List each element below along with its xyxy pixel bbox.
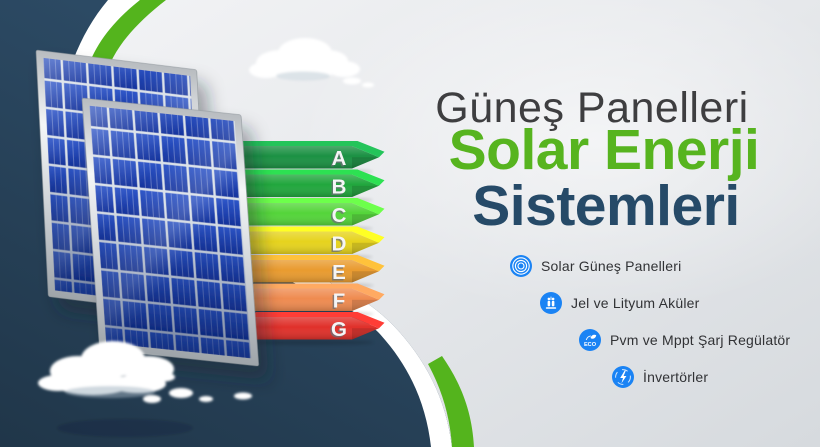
rating-letter: E (332, 261, 346, 284)
rating-letter: D (332, 233, 347, 256)
rating-letter-shadow: D (330, 234, 345, 257)
rating-letter: C (332, 204, 347, 227)
rating-letter-shadow: C (330, 206, 345, 229)
energy-rating-arrow-a: A A (235, 141, 385, 175)
feature-item: Jel ve Lityum Aküler (540, 292, 700, 314)
swoosh-white-ribbon (55, 0, 452, 447)
background-highlight (295, 0, 820, 315)
rating-letter-shadow: G (330, 320, 346, 343)
feature-label: Pvm ve Mppt Şarj Regülatör (610, 332, 791, 348)
inverter-icon (612, 366, 634, 388)
title-line-1: Güneş Panelleri (435, 84, 749, 132)
solar-panel-front (81, 97, 259, 367)
solar-panel-icon (510, 255, 532, 277)
rating-letter: B (332, 176, 347, 199)
eco-regulator-icon: ECO (579, 329, 601, 351)
energy-rating-arrow-g: G G (250, 312, 385, 346)
eco-icon-text: ECO (584, 342, 597, 348)
rating-letter: A (332, 147, 347, 170)
title-line-3: Sistemleri (472, 174, 740, 238)
title-line-2: Solar Enerji (448, 118, 760, 182)
battery-icon (540, 292, 562, 314)
cloud-top (249, 38, 374, 88)
energy-rating-chart: A A B B C C D D (235, 141, 385, 346)
feature-label: İnvertörler (643, 369, 709, 385)
rating-letter-shadow: E (331, 263, 345, 286)
rating-letter-shadow: B (330, 177, 345, 200)
feature-label: Jel ve Lityum Aküler (571, 295, 700, 311)
feature-item: ECO Pvm ve Mppt Şarj Regülatör (579, 329, 790, 351)
feature-item: İnvertörler (612, 366, 708, 388)
rating-letter: F (333, 290, 346, 313)
rating-letter-shadow: F (331, 291, 344, 314)
feature-item: Solar Güneş Panelleri (510, 255, 681, 277)
rating-letter: G (331, 318, 347, 341)
swoosh-green-bottom (428, 356, 474, 447)
feature-label: Solar Güneş Panelleri (541, 258, 682, 274)
cloud-bottom (38, 341, 252, 437)
rating-letter-shadow: A (330, 149, 345, 172)
